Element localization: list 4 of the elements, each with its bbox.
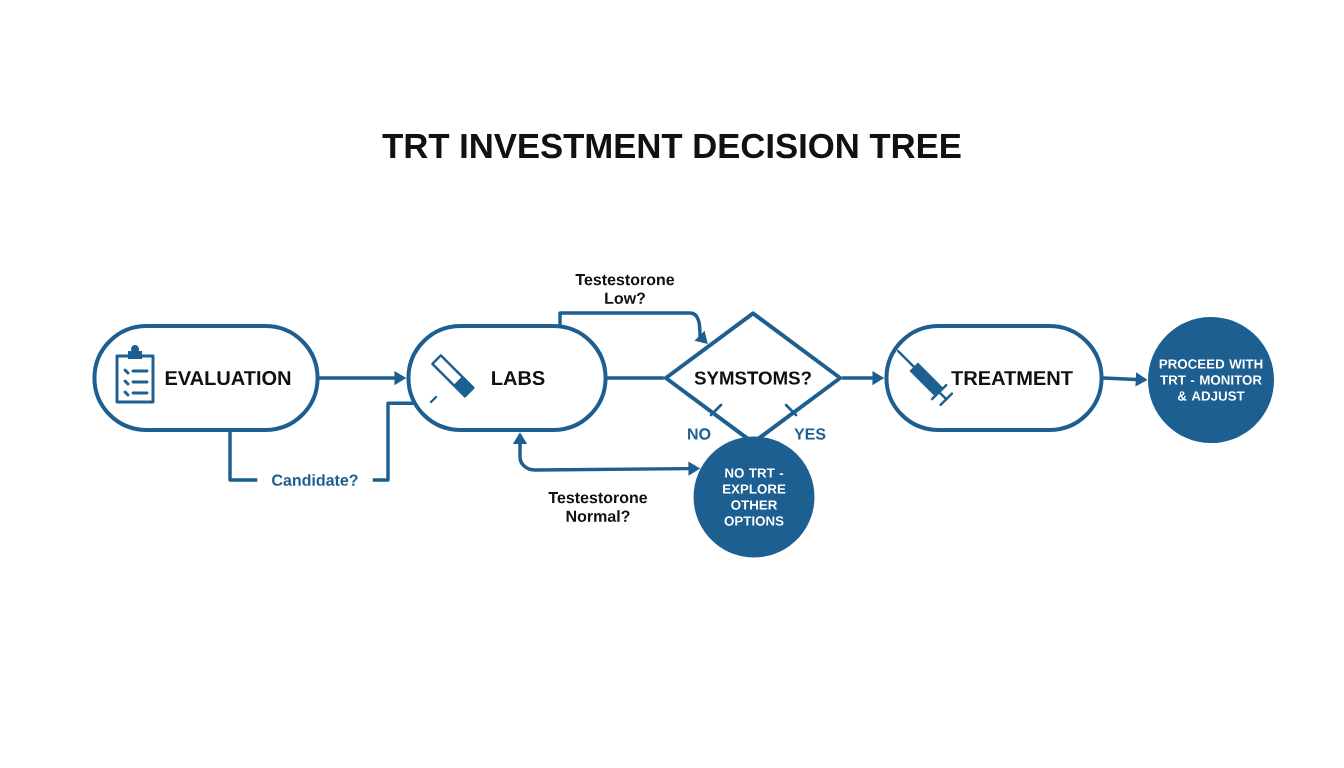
title: TRT INVESTMENT DECISION TREE xyxy=(382,133,961,159)
edge-label: Candidate? xyxy=(257,471,373,489)
edge-label: Testestorone Normal? xyxy=(540,489,656,525)
edge-label: Testestorone Low? xyxy=(567,271,683,307)
